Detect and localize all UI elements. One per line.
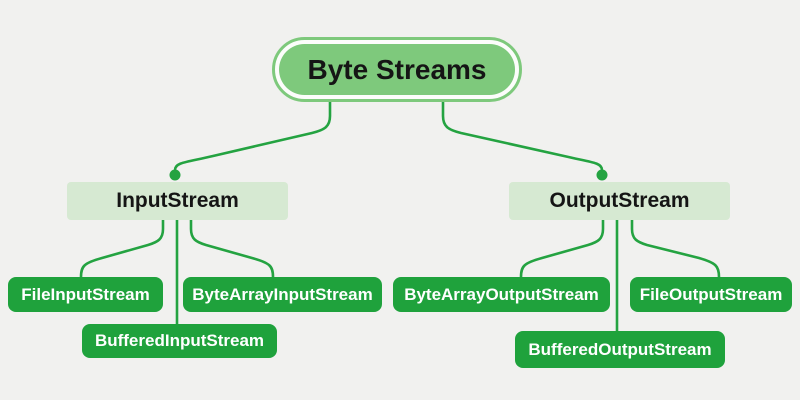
node-byte-streams-fill: Byte Streams [279, 44, 515, 95]
edge-root-to-inputstream [173, 100, 332, 172]
node-bytearrayinputstream: ByteArrayInputStream [183, 277, 382, 312]
edge-outputstream-to-fileoutputstream [630, 218, 721, 279]
node-outputstream: OutputStream [509, 182, 730, 220]
node-bufferedinputstream: BufferedInputStream [82, 324, 277, 358]
node-fileoutputstream: FileOutputStream [630, 277, 792, 312]
node-byte-streams: Byte Streams [272, 37, 522, 102]
node-byte-streams-label: Byte Streams [307, 53, 487, 85]
node-bytearrayoutputstream: ByteArrayOutputStream [393, 277, 610, 312]
edge-dot-inputstream [169, 169, 181, 181]
edge-outputstream-to-bytearrayoutputstream [519, 218, 605, 279]
node-bufferedoutputstream: BufferedOutputStream [515, 331, 725, 368]
node-inputstream: InputStream [67, 182, 288, 220]
edge-inputstream-to-fileinputstream [79, 218, 165, 279]
edge-inputstream-to-bytearrayinputstream [189, 218, 275, 279]
node-fileinputstream: FileInputStream [8, 277, 163, 312]
edge-dot-outputstream [596, 169, 608, 181]
edge-root-to-outputstream [441, 100, 604, 172]
